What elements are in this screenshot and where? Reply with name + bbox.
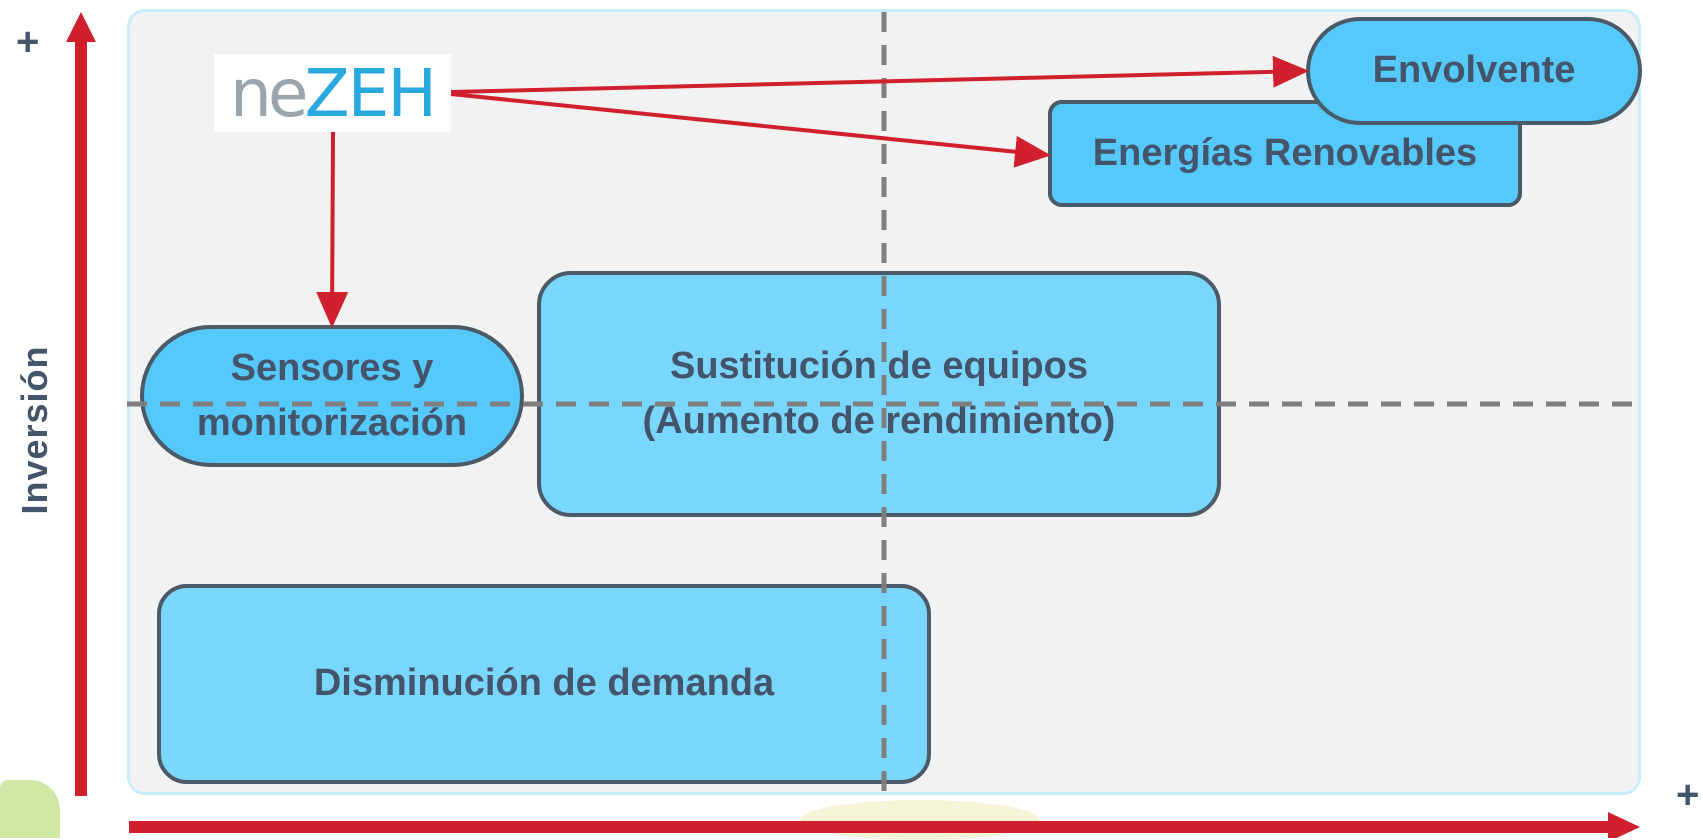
- sustitucion-box: Sustitución de equipos (Aumento de rendi…: [537, 271, 1221, 517]
- decorative-leaf: [0, 780, 60, 838]
- demanda-box: Disminución de demanda: [157, 584, 931, 784]
- sustitucion-line2: (Aumento de rendimiento): [642, 400, 1116, 442]
- logo-ne: ne: [230, 54, 308, 132]
- sensores-line1: Sensores y: [230, 346, 434, 389]
- arrow-to-energias: [450, 92, 1051, 168]
- envolvente-label: Envolvente: [1372, 49, 1576, 92]
- demanda-label: Disminución de demanda: [313, 662, 775, 705]
- y-axis-plus: +: [16, 20, 40, 64]
- sensores-box: Sensores y monitorización: [140, 325, 524, 467]
- arrow-to-sensores: [316, 131, 349, 328]
- x-axis-plus: +: [1676, 773, 1700, 817]
- decorative-blob: [800, 800, 1040, 840]
- sensores-line2: monitorización: [196, 402, 468, 444]
- x-axis-arrowhead: [1608, 812, 1640, 838]
- arrow-to-envolvente: [450, 55, 1309, 94]
- y-axis-arrowhead: [66, 12, 96, 42]
- y-axis-label: Inversión: [14, 345, 55, 515]
- sustitucion-line1: Sustitución de equipos: [669, 344, 1088, 387]
- logo-zeh: ZEH: [304, 54, 437, 132]
- energias-renovables-label: Energías Renovables: [1092, 131, 1478, 174]
